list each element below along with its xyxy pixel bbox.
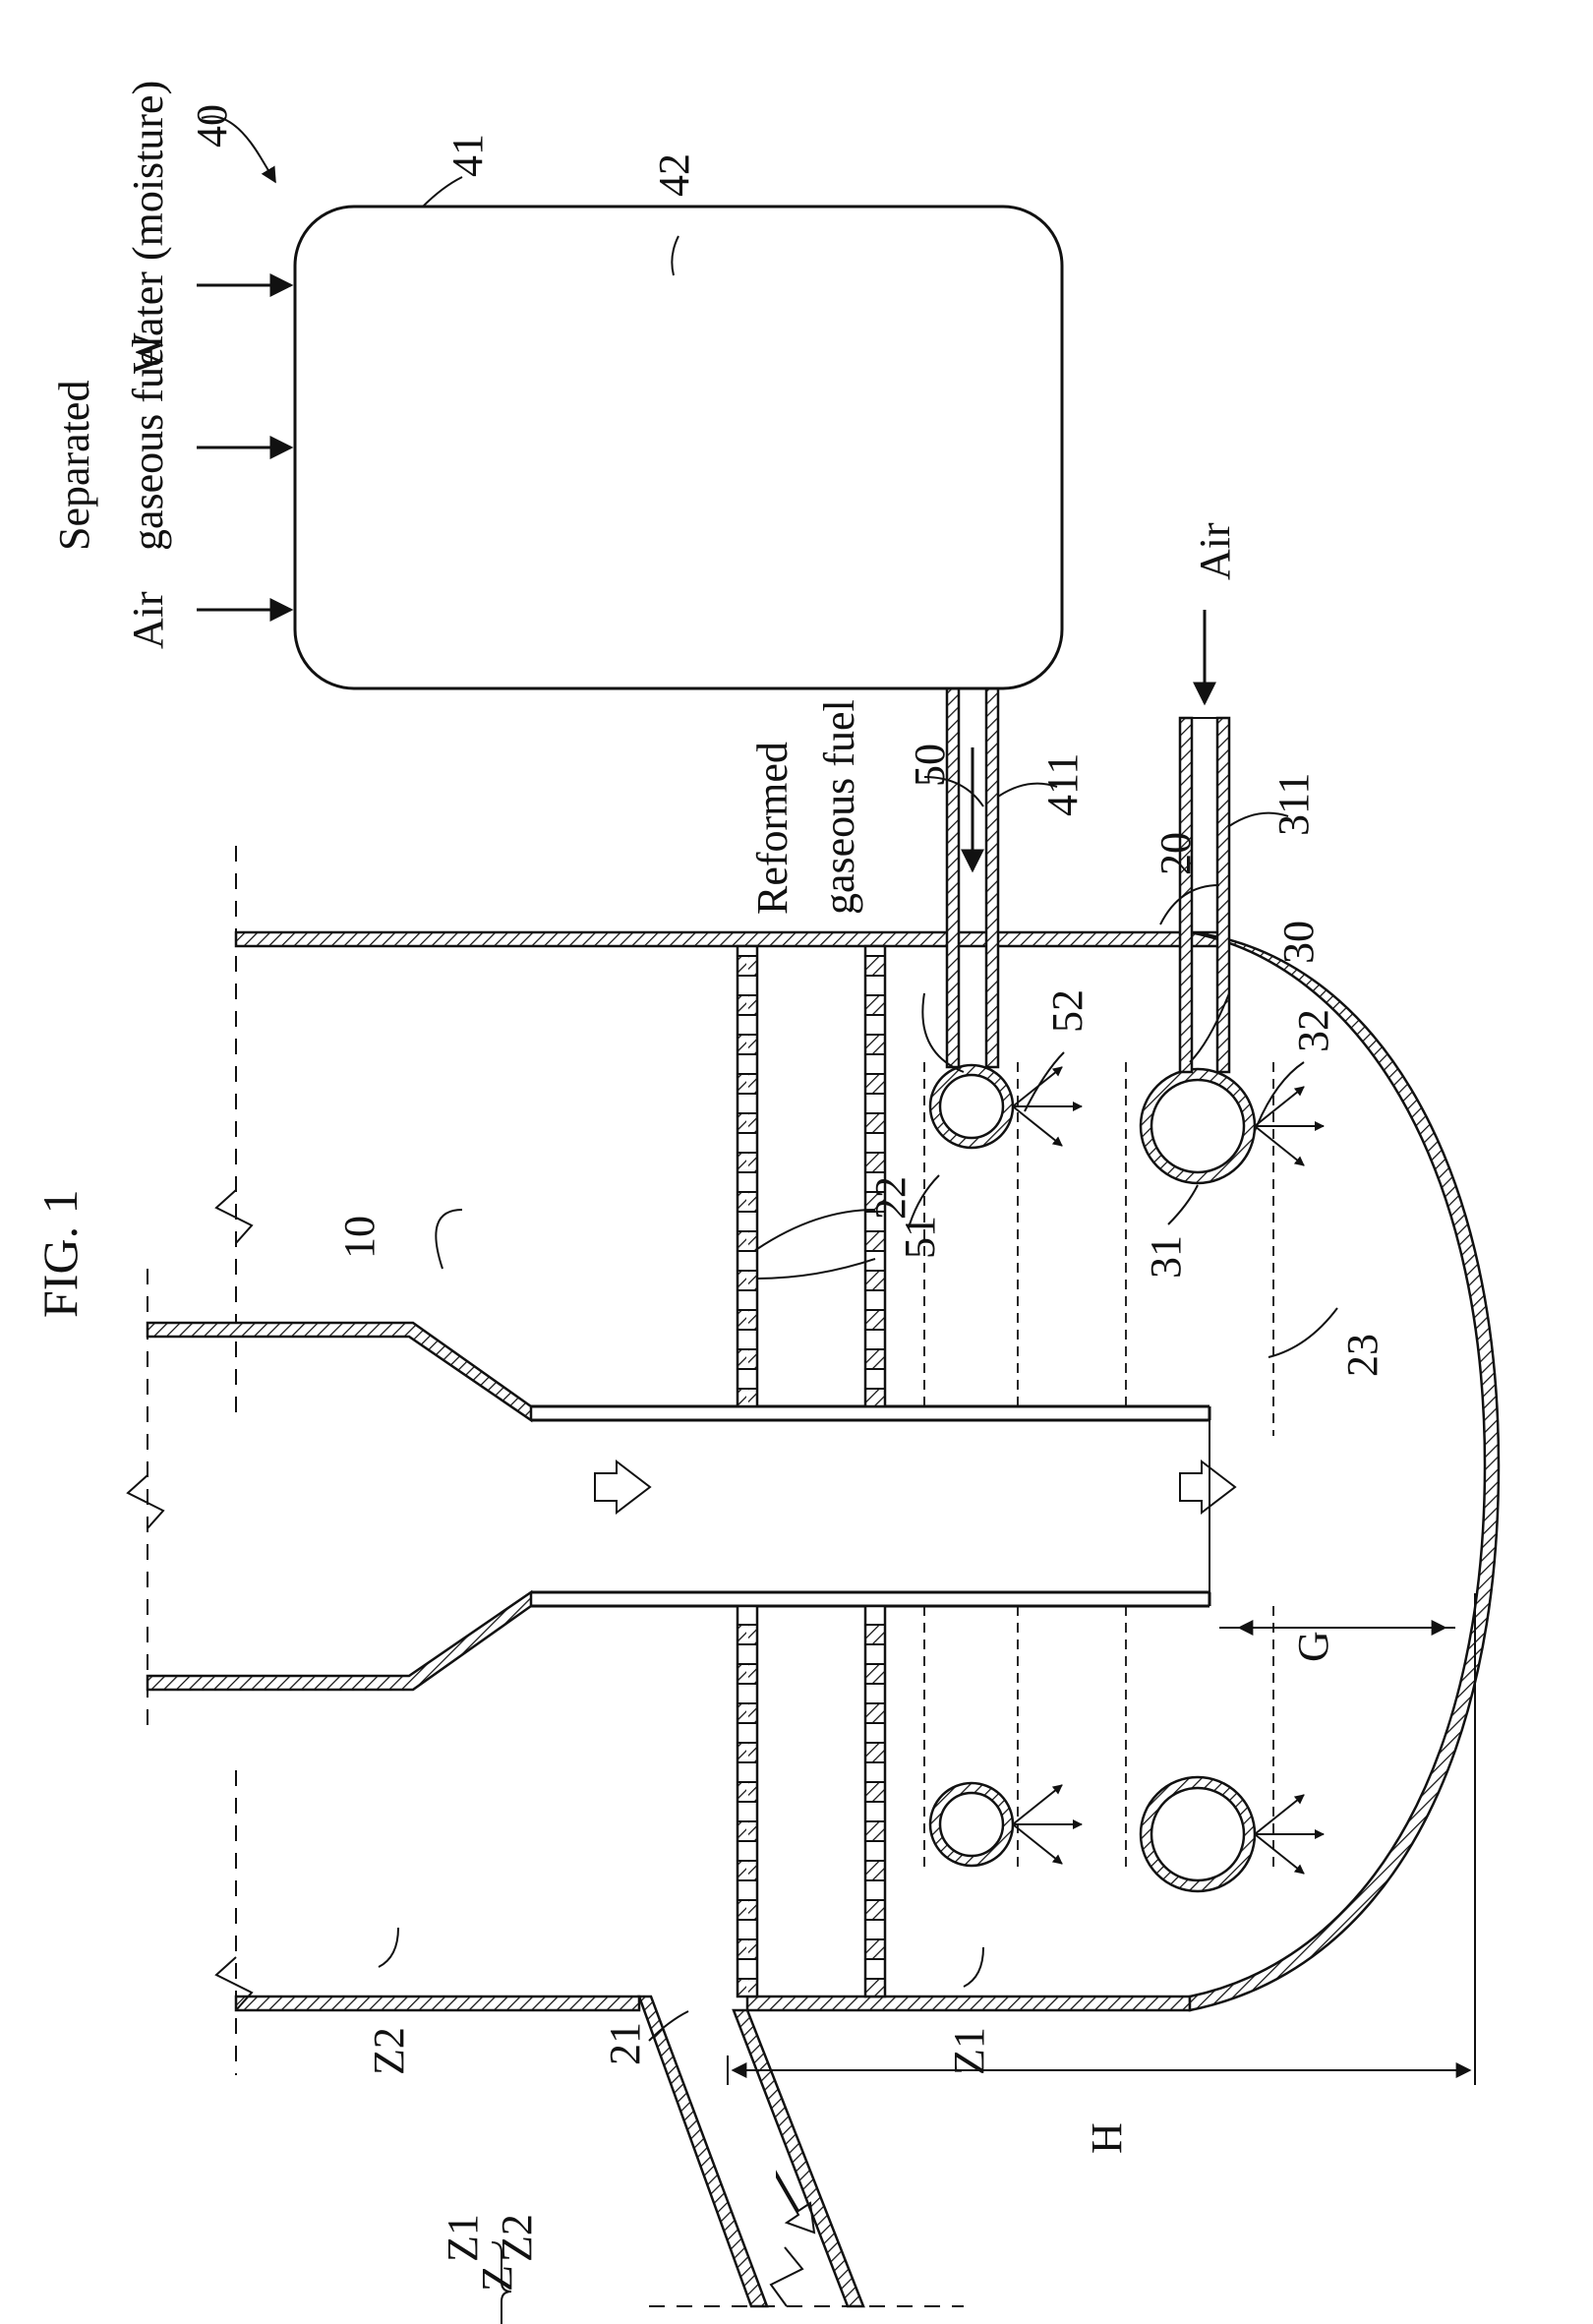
porous-plates xyxy=(738,946,885,1996)
label-20: 20 xyxy=(1151,832,1200,875)
label-40: 40 xyxy=(188,104,236,148)
label-411: 411 xyxy=(1038,753,1087,816)
label-41: 41 xyxy=(443,134,492,177)
input-water: Water (moisture) xyxy=(124,81,172,374)
fuel-ring-pipe xyxy=(930,688,1013,1866)
input-separated-line1: Separated xyxy=(50,381,98,551)
label-z2: Z2 xyxy=(365,2027,413,2075)
figure-title: FIG. 1 xyxy=(32,1189,88,1318)
input-air-right: Air xyxy=(1191,522,1239,580)
reformer-housing xyxy=(295,207,1062,688)
fuel-jets xyxy=(1013,1067,1082,1864)
reformer-inputs xyxy=(197,285,291,610)
input-air: Air xyxy=(124,591,172,649)
label-311: 311 xyxy=(1269,773,1318,836)
label-21: 21 xyxy=(601,2022,649,2065)
reformed-label-line1: Reformed xyxy=(748,742,796,915)
label-g: G xyxy=(1289,1631,1337,1662)
label-52: 52 xyxy=(1043,989,1092,1033)
projection-lines xyxy=(924,1062,1273,1869)
outlet-duct xyxy=(639,1996,964,2306)
dimension-g xyxy=(1219,1628,1455,1633)
svg-text:Z2: Z2 xyxy=(493,2214,541,2262)
reformed-label-line2: gaseous fuel xyxy=(815,699,863,915)
air-jets xyxy=(1255,1087,1324,1874)
zone-legend: Z Z1 Z2 xyxy=(439,2214,541,2324)
label-z1: Z1 xyxy=(945,2027,993,2075)
label-31: 31 xyxy=(1142,1235,1190,1279)
svg-text:Z: Z xyxy=(473,2265,521,2292)
label-30: 30 xyxy=(1274,921,1323,964)
label-51: 51 xyxy=(896,1216,944,1259)
label-42: 42 xyxy=(650,153,698,197)
label-h: H xyxy=(1083,2122,1131,2154)
label-32: 32 xyxy=(1289,1009,1337,1052)
label-22: 22 xyxy=(866,1176,914,1220)
label-50: 50 xyxy=(906,744,954,787)
burner-tube xyxy=(128,1269,1235,1731)
label-10: 10 xyxy=(335,1216,384,1259)
svg-text:Z1: Z1 xyxy=(439,2214,487,2262)
label-23: 23 xyxy=(1338,1334,1386,1377)
